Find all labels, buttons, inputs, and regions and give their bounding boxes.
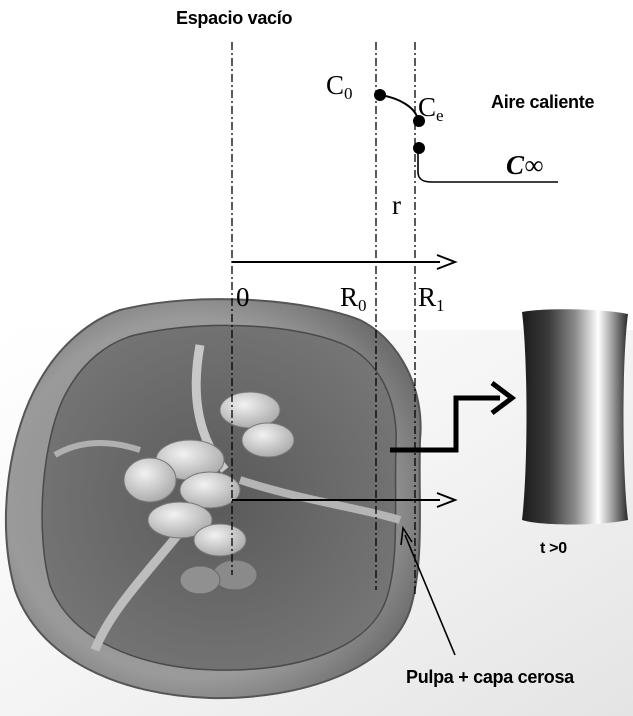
label-r1: R1	[418, 282, 445, 316]
point-cinf-start	[413, 142, 425, 154]
label-c-infinity: C∞	[506, 150, 543, 181]
point-c0	[374, 89, 386, 101]
label-time: t >0	[540, 540, 567, 558]
pepper-cross-section	[6, 299, 421, 698]
label-ce: Ce	[418, 92, 444, 126]
label-c0: C0	[326, 70, 353, 104]
label-pulp-wax: Pulpa + capa cerosa	[406, 667, 574, 688]
label-empty-space: Espacio vacío	[176, 8, 292, 29]
label-hot-air: Aire caliente	[491, 92, 594, 113]
label-origin: 0	[236, 282, 250, 313]
concentration-curve	[380, 95, 418, 120]
slice-gradient-strip	[522, 309, 628, 524]
label-r-axis: r	[392, 190, 401, 221]
label-r0: R0	[340, 282, 367, 316]
